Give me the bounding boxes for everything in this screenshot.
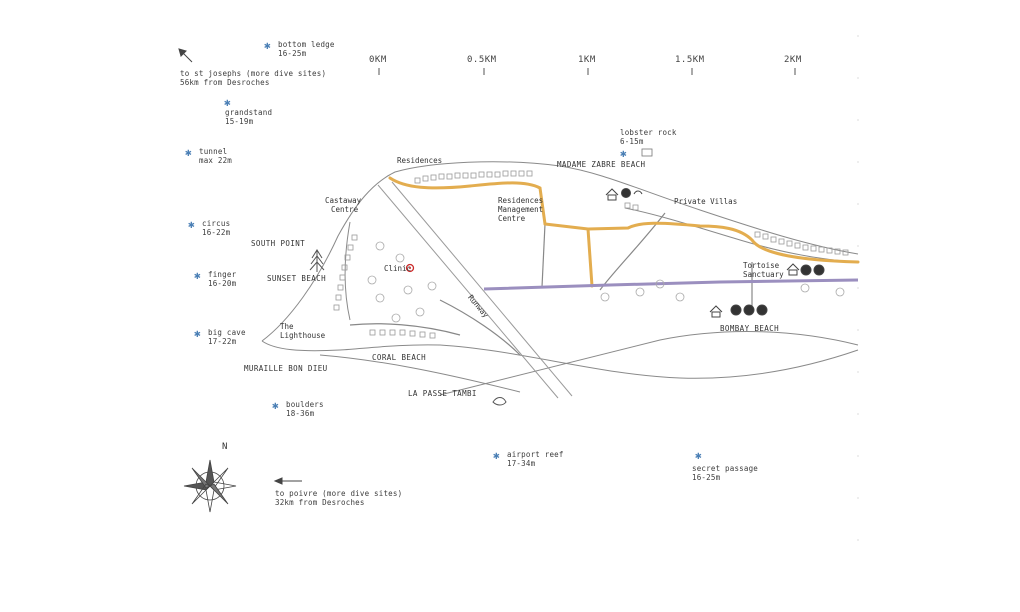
scale-label: 0KM: [369, 55, 387, 65]
dive-site-depth: 16-22m: [202, 228, 231, 237]
trees: [367, 241, 845, 323]
dive-site-lobster-rock: ✱ lobster rock 6-15m: [620, 128, 677, 159]
dive-site-depth: 18-36m: [286, 409, 315, 418]
scale-label: 2KM: [784, 55, 802, 65]
dive-star-icon: ✱: [194, 269, 201, 282]
island-outline: [261, 161, 859, 396]
label-bombay-beach: BOMBAY BEACH: [720, 324, 779, 333]
label-residences: Residences: [397, 156, 443, 165]
dive-site-name: big cave: [208, 328, 246, 337]
dive-site-circus: ✱ circus 16-22m: [188, 219, 231, 237]
dive-star-icon: ✱: [695, 449, 702, 462]
tracks: [349, 212, 753, 356]
arrow-st-josephs: [178, 48, 193, 63]
scale-bar: [378, 68, 796, 75]
dive-site-finger: ✱ finger 16-20m: [194, 270, 237, 288]
dive-star-icon: ✱: [493, 449, 500, 462]
villa-buildings: [624, 202, 849, 256]
residences-buildings: [414, 170, 533, 184]
dive-site-depth: 16-25m: [278, 49, 307, 58]
dive-site-depth: 17-34m: [507, 459, 536, 468]
dive-site-depth: 16-25m: [692, 473, 721, 482]
west-buildings: [333, 234, 436, 339]
road-orange: [388, 176, 860, 288]
dive-site-depth: max 22m: [199, 156, 233, 165]
label-line: Sanctuary: [743, 270, 784, 279]
dive-star-icon: ✱: [185, 146, 192, 159]
road-purple: [483, 278, 859, 291]
label-private-villas: Private Villas: [674, 197, 738, 206]
dive-site-grandstand: ✱ grandstand 15-19m: [224, 97, 273, 126]
dive-site-name: lobster rock: [620, 128, 677, 137]
direction-line: to poivre (more dive sites): [275, 489, 403, 498]
direction-poivre: to poivre (more dive sites) 32km from De…: [275, 489, 402, 507]
scale-label: 0.5KM: [467, 55, 497, 65]
dive-site-name: circus: [202, 219, 231, 228]
label-south-point: SOUTH POINT: [251, 239, 306, 248]
fish-icon-la-passe: [492, 397, 507, 406]
dive-star-icon: ✱: [194, 327, 201, 340]
activity-icons-bombay: [709, 304, 768, 318]
runway: [377, 181, 573, 399]
activity-icons-madame-zabre: [605, 188, 643, 201]
dive-star-icon: ✱: [188, 218, 195, 231]
scale-label: 1KM: [578, 55, 596, 65]
label-line: Tortoise: [743, 261, 780, 270]
label-line: Management: [498, 205, 544, 214]
dive-star-icon: ✱: [620, 147, 627, 160]
label-line: The: [280, 322, 294, 331]
direction-line: to st josephs (more dive sites): [180, 69, 327, 78]
label-line: Lighthouse: [280, 331, 326, 340]
label-coral-beach: CORAL BEACH: [372, 353, 427, 362]
dive-site-name: bottom ledge: [278, 40, 335, 49]
dive-site-depth: 16-20m: [208, 279, 237, 288]
dive-star-icon: ✱: [224, 96, 231, 109]
dive-site-tunnel: ✱ tunnel max 22m: [185, 147, 233, 165]
scale-label: 1.5KM: [675, 55, 705, 65]
activity-icons-tortoise: [786, 263, 825, 276]
label-residences-management-centre: Residences Management Centre: [498, 196, 543, 223]
direction-line: 32km from Desroches: [275, 498, 365, 507]
dive-site-secret-passage: ✱ secret passage 16-25m: [692, 450, 759, 482]
dive-site-big-cave: ✱ big cave 17-22m: [194, 328, 246, 346]
dive-star-icon: ✱: [264, 39, 271, 52]
label-line: Centre: [498, 214, 526, 223]
pine-tree-icon: [309, 249, 325, 272]
label-sunset-beach: SUNSET BEACH: [267, 274, 326, 283]
label-castaway-centre: Castaway Centre: [325, 196, 361, 214]
compass-rose-icon: [183, 459, 237, 513]
dive-site-airport-reef: ✱ airport reef 17-34m: [493, 450, 564, 468]
label-clinic: Clinic: [384, 264, 412, 273]
dive-site-depth: 15-19m: [225, 117, 254, 126]
label-line: Castaway: [325, 196, 362, 205]
dive-site-name: grandstand: [225, 108, 273, 117]
label-line: Residences: [498, 196, 544, 205]
compass-north-label: N: [222, 442, 228, 452]
dive-star-icon: ✱: [272, 399, 279, 412]
label-line: Centre: [331, 205, 359, 214]
dive-site-boulders: ✱ boulders 18-36m: [272, 400, 324, 418]
arrow-poivre: [273, 477, 302, 485]
label-la-passe-tambi: LA PASSE TAMBI: [408, 389, 477, 398]
label-madame-zabre-beach: MADAME ZABRE BEACH: [557, 160, 646, 169]
direction-line: 56km from Desroches: [180, 78, 270, 87]
label-tortoise-sanctuary: Tortoise Sanctuary: [743, 261, 784, 279]
dive-site-name: tunnel: [199, 147, 228, 156]
label-muraille-bon-dieu: MURAILLE BON DIEU: [244, 364, 328, 373]
dive-site-name: finger: [208, 270, 237, 279]
lobster-icon: [641, 148, 653, 157]
dive-site-depth: 6-15m: [620, 137, 644, 146]
dive-site-bottom-ledge: ✱ bottom ledge 16-25m: [264, 40, 335, 58]
dive-site-name: boulders: [286, 400, 324, 409]
label-lighthouse: The Lighthouse: [280, 322, 325, 340]
dive-site-name: airport reef: [507, 450, 564, 459]
dive-site-depth: 17-22m: [208, 337, 237, 346]
dive-site-name: secret passage: [692, 464, 759, 473]
clinic-marker: [405, 263, 415, 273]
direction-st-josephs: to st josephs (more dive sites) 56km fro…: [180, 69, 326, 87]
